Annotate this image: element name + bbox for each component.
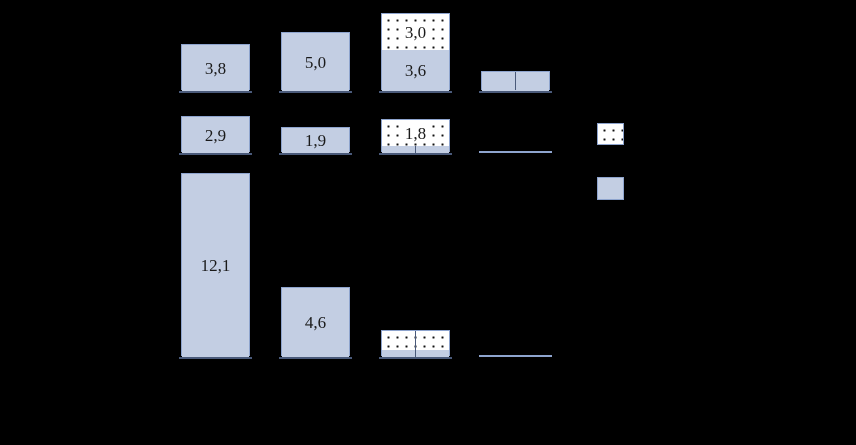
bar-segment-solid: 1,9 (282, 128, 349, 153)
bar-value-label: 12,1 (200, 256, 231, 275)
baseline-row3-col2 (279, 357, 352, 359)
bar-segment-dotted: 1,8 (382, 120, 449, 146)
bar-row3-col2: 4,6 (281, 287, 350, 357)
bar-row2-col2: 1,9 (281, 127, 350, 153)
bar-value-label: 4,6 (304, 313, 327, 332)
bar-row1-col1: 3,8 (181, 44, 250, 91)
bar-value-label: 5,0 (304, 52, 327, 72)
bar-row3-col1: 12,1 (181, 173, 250, 357)
bar-segment-solid: 12,1 (182, 174, 249, 357)
baseline-row2-col4 (479, 151, 552, 153)
bar-value-label: 3,6 (404, 61, 427, 80)
bar-segment-divider (415, 331, 416, 357)
legend-swatch-dotted[interactable] (597, 123, 624, 145)
bar-row3-col3 (381, 330, 450, 357)
bar-row1-col2: 5,0 (281, 32, 350, 91)
bar-value-label: 3,0 (401, 23, 430, 41)
baseline-row1-col4 (479, 91, 552, 93)
baseline-row3-col1 (179, 357, 252, 359)
bar-segment-solid: 5,0 (282, 33, 349, 91)
bar-segment-solid: 2,9 (182, 117, 249, 153)
bar-segment-solid: 4,6 (282, 288, 349, 357)
bar-value-label: 2,9 (204, 125, 227, 145)
baseline-row1-col3 (379, 91, 452, 93)
bar-row1-col3: 3,0 3,6 (381, 13, 450, 91)
bar-value-label: 1,9 (304, 131, 327, 150)
baseline-row2-col1 (179, 153, 252, 155)
baseline-row2-col2 (279, 153, 352, 155)
bar-value-label: 1,8 (401, 124, 430, 142)
bar-value-label: 3,8 (204, 58, 227, 78)
bar-row2-col3: 1,8 (381, 119, 450, 153)
bar-segment-divider (415, 146, 416, 153)
bar-segment-solid: 3,8 (182, 45, 249, 91)
baseline-row1-col1 (179, 91, 252, 93)
baseline-row3-col3 (379, 357, 452, 359)
baseline-row2-col3 (379, 153, 452, 155)
bar-segment-divider (515, 72, 516, 90)
legend-swatch-solid[interactable] (597, 177, 624, 200)
baseline-row1-col2 (279, 91, 352, 93)
baseline-row3-col4 (479, 355, 552, 357)
bar-segment-solid: 3,6 (382, 50, 449, 91)
bar-row1-col4 (481, 71, 550, 91)
bar-segment-dotted: 3,0 (382, 14, 449, 50)
bar-row2-col1: 2,9 (181, 116, 250, 153)
